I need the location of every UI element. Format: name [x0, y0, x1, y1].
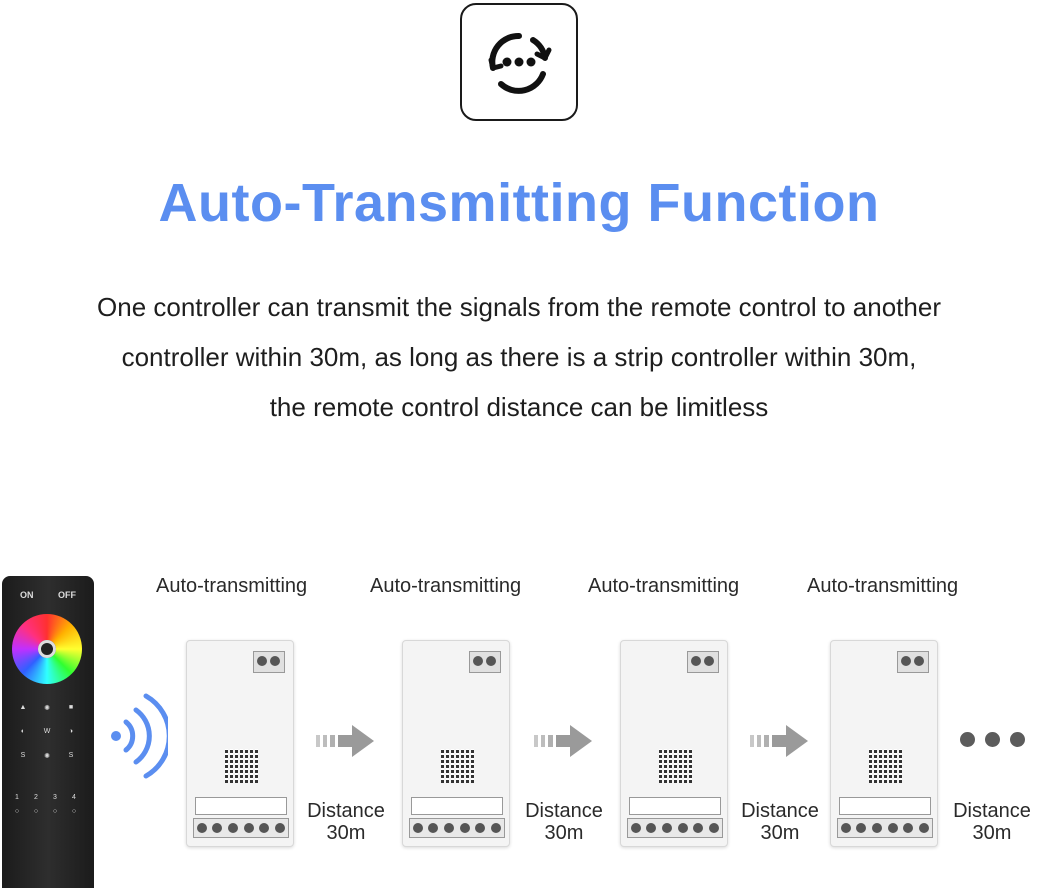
remote-zone-label: 3	[53, 794, 57, 801]
led-controller	[402, 640, 510, 847]
remote-zone-label: 4	[72, 794, 76, 801]
remote-control: ON OFF ▲ ✺ ■ ◐ W ◑ S ✺ S 1 2 3 4 ○ ○ ○ ○	[2, 576, 94, 888]
remote-zone-off-icon: ○	[33, 808, 39, 815]
qr-code	[225, 749, 259, 783]
signal-waves-icon	[111, 693, 168, 779]
remote-dim-icon: ◐	[20, 728, 26, 735]
qr-code	[869, 749, 903, 783]
remote-zone-off-icon: ○	[14, 808, 20, 815]
auto-transmit-icon-box	[460, 3, 578, 121]
remote-speed-icon: S	[20, 752, 26, 759]
led-controller	[186, 640, 294, 847]
color-wheel	[12, 614, 82, 684]
distance-value: 30m	[326, 822, 366, 844]
more-dots-icon	[960, 732, 1035, 752]
distance-value: 30m	[760, 822, 800, 844]
remote-off-label: OFF	[58, 590, 76, 600]
arrow-right-icon	[750, 725, 808, 757]
auto-transmitting-caption: Auto-transmitting	[807, 575, 959, 597]
remote-speed-plus-icon: S	[68, 752, 74, 759]
remote-dim-plus-icon: ◑	[68, 728, 74, 735]
distance-label: Distance 30m	[946, 800, 1038, 844]
arrow-right-icon	[316, 725, 374, 757]
remote-w-label: W	[43, 728, 51, 735]
distance-text: Distance	[307, 800, 385, 822]
remote-zone-off-icon: ○	[71, 808, 77, 815]
distance-text: Distance	[953, 800, 1031, 822]
description-line: the remote control distance can be limit…	[269, 392, 769, 422]
description: One controller can transmit the signals …	[0, 282, 1038, 432]
remote-zone-label: 1	[15, 794, 19, 801]
auto-transmitting-caption: Auto-transmitting	[588, 575, 740, 597]
auto-transmitting-caption: Auto-transmitting	[156, 575, 308, 597]
remote-on-label: ON	[20, 590, 34, 600]
remote-sun-icon: ✺	[44, 753, 50, 760]
led-controller	[620, 640, 728, 847]
remote-brightness-icon: ✺	[44, 705, 50, 712]
description-line: controller within 30m, as long as there …	[121, 342, 917, 372]
distance-label: Distance 30m	[518, 800, 610, 844]
remote-zone-off-icon: ○	[52, 808, 58, 815]
led-controller	[830, 640, 938, 847]
arrow-right-icon	[534, 725, 592, 757]
remote-zone-label: 2	[34, 794, 38, 801]
distance-value: 30m	[972, 822, 1012, 844]
qr-code	[441, 749, 475, 783]
distance-value: 30m	[544, 822, 584, 844]
auto-transmit-icon	[488, 32, 552, 94]
distance-label: Distance 30m	[300, 800, 392, 844]
remote-menu-icon: ■	[68, 704, 74, 711]
distance-text: Distance	[525, 800, 603, 822]
qr-code	[659, 749, 693, 783]
distance-label: Distance 30m	[734, 800, 826, 844]
distance-text: Distance	[741, 800, 819, 822]
remote-mode-icon: ▲	[19, 704, 27, 711]
page-title: Auto-Transmitting Function	[158, 173, 880, 233]
auto-transmitting-caption: Auto-transmitting	[370, 575, 522, 597]
description-line: One controller can transmit the signals …	[97, 292, 941, 322]
